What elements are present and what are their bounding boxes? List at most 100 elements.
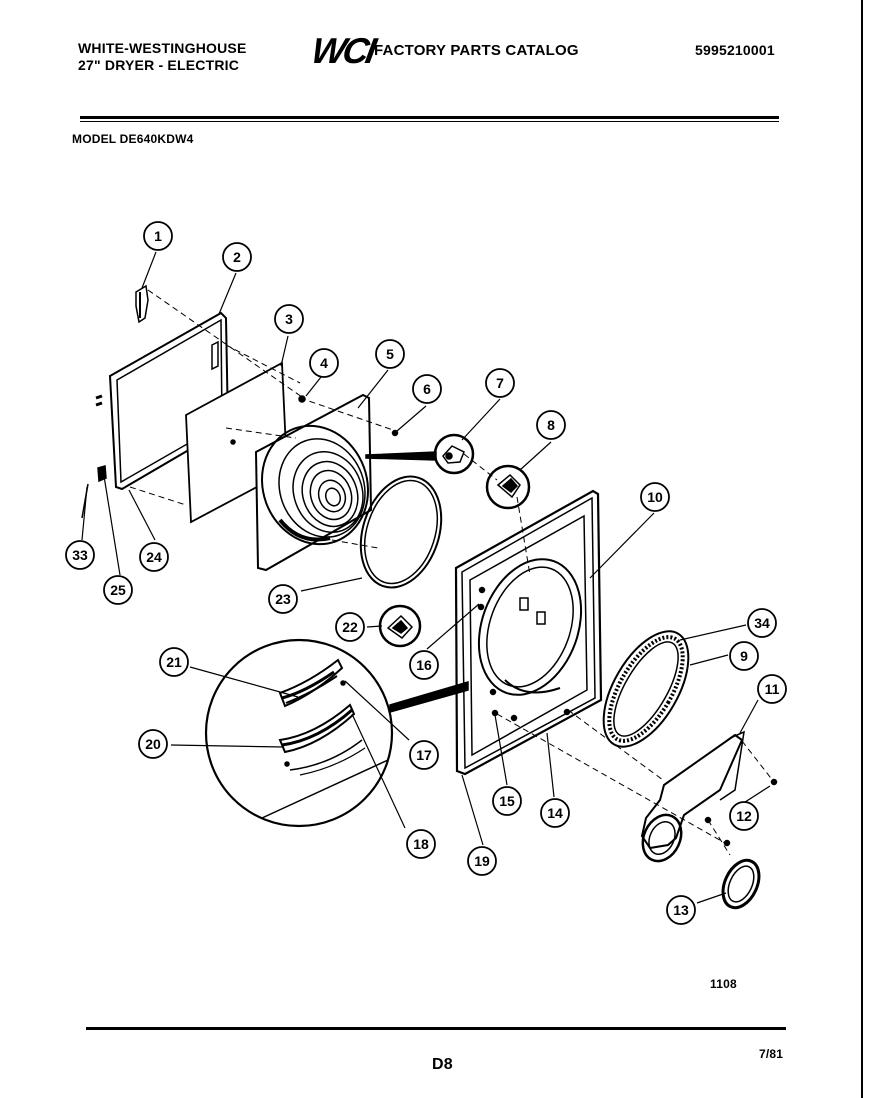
callout-circle	[65, 540, 95, 570]
callout-number: 25	[110, 582, 126, 598]
page-edge-line	[861, 0, 863, 1098]
callout-number: 24	[146, 549, 162, 565]
part-8-detail	[485, 464, 531, 510]
callout-18: 18	[406, 829, 436, 859]
callout-circle	[409, 650, 439, 680]
callout-circle	[335, 612, 365, 642]
callout-number: 23	[275, 591, 291, 607]
callout-22: 22	[335, 612, 365, 642]
callout-21: 21	[159, 647, 189, 677]
callout-2: 2	[222, 242, 252, 272]
callout-circle	[222, 242, 252, 272]
part-screw-6	[391, 429, 399, 437]
callout-7: 7	[485, 368, 515, 398]
callout-number: 7	[496, 375, 504, 391]
callout-11: 11	[757, 674, 787, 704]
part-duct-ring	[721, 858, 761, 910]
assembly-lines	[129, 289, 775, 856]
figure-number: 1108	[710, 977, 737, 991]
callout-6: 6	[412, 374, 442, 404]
callout-17: 17	[409, 740, 439, 770]
callout-circle	[492, 786, 522, 816]
callout-33: 33	[65, 540, 95, 570]
catalog-date: 7/81	[759, 1047, 784, 1061]
callout-14: 14	[540, 798, 570, 828]
callout-circle	[406, 829, 436, 859]
callout-number: 33	[72, 547, 88, 563]
callout-circle	[729, 801, 759, 831]
callout-number: 1	[154, 228, 162, 244]
part-24-25-hardware	[81, 465, 107, 519]
callout-circle	[467, 846, 497, 876]
detail-magnifier	[204, 638, 469, 828]
part-21-detail	[378, 604, 422, 648]
part-door-gasket	[359, 475, 443, 589]
callout-number: 20	[145, 736, 161, 752]
callout-number: 8	[547, 417, 555, 433]
part-door-catch	[135, 284, 149, 324]
callout-circle	[103, 575, 133, 605]
footer-rule	[86, 1027, 786, 1030]
header-rule	[80, 116, 779, 119]
callout-number: 6	[423, 381, 431, 397]
callout-number: 21	[166, 654, 182, 670]
model-label: MODEL DE640KDW4	[72, 132, 194, 146]
callout-12: 12	[729, 801, 759, 831]
callout-number: 5	[386, 346, 394, 362]
callout-number: 9	[740, 648, 748, 664]
callout-34: 34	[747, 608, 777, 638]
callout-circle	[757, 674, 787, 704]
callout-number: 14	[547, 805, 563, 821]
page-code: D8	[432, 1056, 453, 1073]
header-rule-thin	[80, 121, 779, 122]
catalog-number: 5995210001	[695, 42, 775, 58]
part-exhaust-duct	[640, 730, 778, 863]
callout-number: 17	[416, 747, 432, 763]
callout-23: 23	[268, 584, 298, 614]
callout-circle	[536, 410, 566, 440]
part-7-detail	[365, 433, 475, 475]
callout-number: 16	[416, 657, 432, 673]
callout-circle	[309, 348, 339, 378]
callout-24: 24	[139, 542, 169, 572]
callout-number: 12	[736, 808, 752, 824]
callout-circle	[540, 798, 570, 828]
callout-number: 3	[285, 311, 293, 327]
brand-name: WHITE-WESTINGHOUSE	[78, 40, 247, 56]
callout-number: 18	[413, 836, 429, 852]
callout-number: 2	[233, 249, 241, 265]
callout-4: 4	[309, 348, 339, 378]
callout-number: 11	[765, 681, 780, 697]
callout-25: 25	[103, 575, 133, 605]
part-door-liner	[254, 393, 373, 572]
brand-block: WHITE-WESTINGHOUSE 27" DRYER - ELECTRIC	[78, 40, 246, 74]
callout-5: 5	[375, 339, 405, 369]
callout-number: 10	[647, 489, 663, 505]
callout-circle	[666, 895, 696, 925]
callout-3: 3	[274, 304, 304, 334]
callout-19: 19	[467, 846, 497, 876]
callout-number: 4	[320, 355, 328, 371]
callout-number: 13	[673, 902, 689, 918]
callout-circle	[729, 641, 759, 671]
part-16-bearing	[504, 679, 561, 694]
product-description: 27" DRYER - ELECTRIC	[78, 57, 240, 73]
callout-number: 22	[342, 619, 358, 635]
callout-circle	[274, 304, 304, 334]
leader-lines	[81, 251, 771, 904]
callout-number: 34	[754, 615, 770, 631]
callout-circle	[143, 221, 173, 251]
callout-circle	[375, 339, 405, 369]
callout-20: 20	[138, 729, 168, 759]
callout-circle	[747, 608, 777, 638]
callout-13: 13	[666, 895, 696, 925]
callout-circle	[138, 729, 168, 759]
callout-circle	[159, 647, 189, 677]
part-front-panel	[454, 489, 603, 776]
callout-15: 15	[492, 786, 522, 816]
callout-circle	[640, 482, 670, 512]
callout-circle	[485, 368, 515, 398]
callout-number: 15	[499, 793, 515, 809]
